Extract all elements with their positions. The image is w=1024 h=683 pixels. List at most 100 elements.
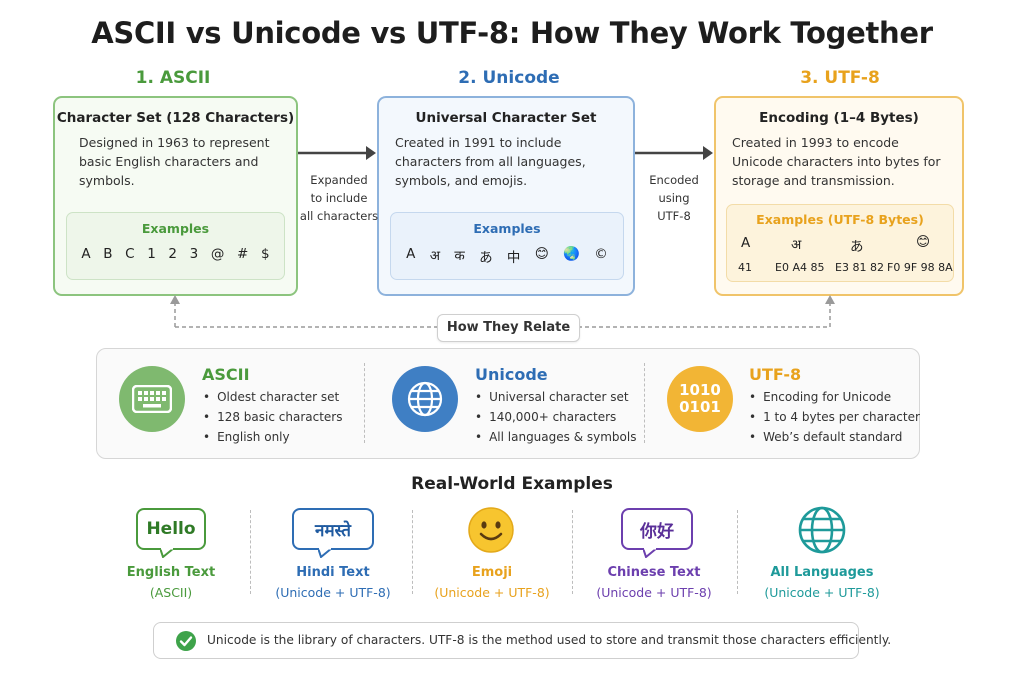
arrow-label-line: Expanded <box>310 173 368 187</box>
smiley-face-icon <box>468 507 514 553</box>
arrow-label-line: to include <box>310 191 368 205</box>
arrow-right-icon <box>298 146 376 160</box>
divider <box>644 363 645 443</box>
keyboard-icon <box>119 366 185 432</box>
utf8-card-title: Encoding (1–4 Bytes) <box>759 110 919 126</box>
ascii-examples-box: Examples A B C 1 2 3 @ # $ <box>66 212 285 280</box>
ascii-card: Character Set (128 Characters) Designed … <box>53 96 298 296</box>
binary-digits: 0101 <box>679 398 721 416</box>
unicode-heading: 2. Unicode <box>458 68 560 88</box>
english-text-label: English Text <box>126 565 216 580</box>
utf8-example-char: あ <box>850 239 864 255</box>
ascii-examples-list: A B C 1 2 3 @ # $ <box>67 246 284 262</box>
divider <box>364 363 365 443</box>
divider <box>737 510 738 594</box>
bullet-item: Oldest character set <box>203 387 342 407</box>
utf8-examples-label: Examples (UTF-8 Bytes) <box>756 212 924 227</box>
all-languages-sub: (Unicode + UTF-8) <box>764 585 880 600</box>
unicode-examples-list: A अ क あ 中 😊 🌏 © <box>391 246 623 266</box>
relate-label: How They Relate <box>437 314 580 342</box>
bullet-item: 1 to 4 bytes per character <box>749 407 920 427</box>
hindi-text-sub: (Unicode + UTF-8) <box>275 585 391 600</box>
globe-icon <box>392 366 458 432</box>
globe-icon <box>798 506 846 554</box>
arrow-right-icon <box>635 146 713 160</box>
speech-bubble-chinese: 你好 <box>621 508 693 550</box>
utf8-example-bytes: F0 9F 98 8A <box>887 261 953 274</box>
relate-ascii-title: ASCII <box>202 365 250 384</box>
unicode-examples-label: Examples <box>473 221 541 236</box>
arrow-label-expanded: Expanded to include all characters <box>296 171 382 225</box>
bullet-item: Universal character set <box>475 387 636 407</box>
divider <box>412 510 413 594</box>
bubble-tail <box>160 548 174 558</box>
unicode-card: Universal Character Set Created in 1991 … <box>377 96 635 296</box>
relate-utf8-title: UTF-8 <box>749 365 802 384</box>
utf8-example-char: 😊 <box>916 234 931 250</box>
arrow-label-encoded: Encoded using UTF-8 <box>636 171 712 225</box>
relate-unicode-title: Unicode <box>475 365 548 384</box>
binary-icon: 1010 0101 <box>667 366 733 432</box>
emoji-label: Emoji <box>471 565 513 580</box>
utf8-heading: 3. UTF-8 <box>800 68 880 88</box>
bubble-tail <box>318 548 332 558</box>
ascii-example: 2 <box>168 246 178 262</box>
hindi-text-label: Hindi Text <box>296 565 370 580</box>
check-circle-icon <box>176 631 196 651</box>
ascii-description: Designed in 1963 to represent basic Engl… <box>79 135 270 188</box>
bullet-item: Web’s default standard <box>749 427 920 447</box>
utf8-example-char: अ <box>791 237 802 253</box>
utf8-example-char: A <box>741 235 751 251</box>
relation-connector <box>170 295 835 328</box>
bullet-item: 140,000+ characters <box>475 407 636 427</box>
summary-text: Unicode is the library of characters. UT… <box>207 633 892 647</box>
ascii-example: # <box>237 246 249 262</box>
bullet-item: Encoding for Unicode <box>749 387 920 407</box>
relate-ascii-bullets: Oldest character set 128 basic character… <box>203 387 342 447</box>
unicode-example: 😊 <box>534 246 549 262</box>
ascii-example: @ <box>210 246 225 262</box>
ascii-heading: 1. ASCII <box>135 68 211 88</box>
divider <box>572 510 573 594</box>
page-title: ASCII vs Unicode vs UTF-8: How They Work… <box>91 16 933 50</box>
unicode-example: © <box>594 246 608 262</box>
real-world-title: Real-World Examples <box>411 474 613 494</box>
divider <box>250 510 251 594</box>
ascii-examples-label: Examples <box>141 221 210 236</box>
relate-utf8-bullets: Encoding for Unicode 1 to 4 bytes per ch… <box>749 387 920 447</box>
bullet-item: English only <box>203 427 342 447</box>
all-languages-label: All Languages <box>770 565 874 580</box>
ascii-example: B <box>103 246 113 262</box>
chinese-text-label: Chinese Text <box>607 565 701 580</box>
utf8-example-bytes: E3 81 82 <box>835 261 884 274</box>
relate-unicode-bullets: Universal character set 140,000+ charact… <box>475 387 636 447</box>
unicode-description: Created in 1991 to include characters fr… <box>395 135 586 188</box>
utf8-example-bytes: 41 <box>738 261 752 274</box>
unicode-example: अ <box>429 248 441 264</box>
unicode-example: あ <box>479 250 493 266</box>
ascii-example: C <box>125 246 135 262</box>
arrow-label-line: UTF-8 <box>657 209 691 223</box>
bubble-tail <box>643 548 657 558</box>
ascii-example: 3 <box>189 246 199 262</box>
utf8-example: A <box>741 235 750 251</box>
unicode-example: 🌏 <box>563 246 580 262</box>
utf8-description: Created in 1993 to encode Unicode charac… <box>732 135 941 188</box>
utf8-example-bytes: E0 A4 85 <box>775 261 825 274</box>
utf8-examples-box: Examples (UTF-8 Bytes) A 41 अ E0 A4 85 あ… <box>726 204 954 282</box>
speech-bubble-hindi: नमस्ते <box>292 508 374 550</box>
unicode-example: 中 <box>506 250 521 266</box>
bullet-item: All languages & symbols <box>475 427 636 447</box>
arrow-label-line: Encoded <box>649 173 699 187</box>
summary-footer: Unicode is the library of characters. UT… <box>153 622 891 659</box>
utf8-card: Encoding (1–4 Bytes) Created in 1993 to … <box>714 96 964 296</box>
unicode-example: क <box>454 248 465 264</box>
english-text-sub: (ASCII) <box>149 585 193 600</box>
ascii-example: $ <box>260 246 270 262</box>
arrow-label-line: all characters <box>299 209 379 223</box>
ascii-example: 1 <box>147 246 156 262</box>
speech-bubble-english: Hello <box>136 508 206 550</box>
unicode-example: A <box>406 246 416 262</box>
bullet-item: 128 basic characters <box>203 407 342 427</box>
ascii-card-title: Character Set (128 Characters) <box>56 110 295 126</box>
